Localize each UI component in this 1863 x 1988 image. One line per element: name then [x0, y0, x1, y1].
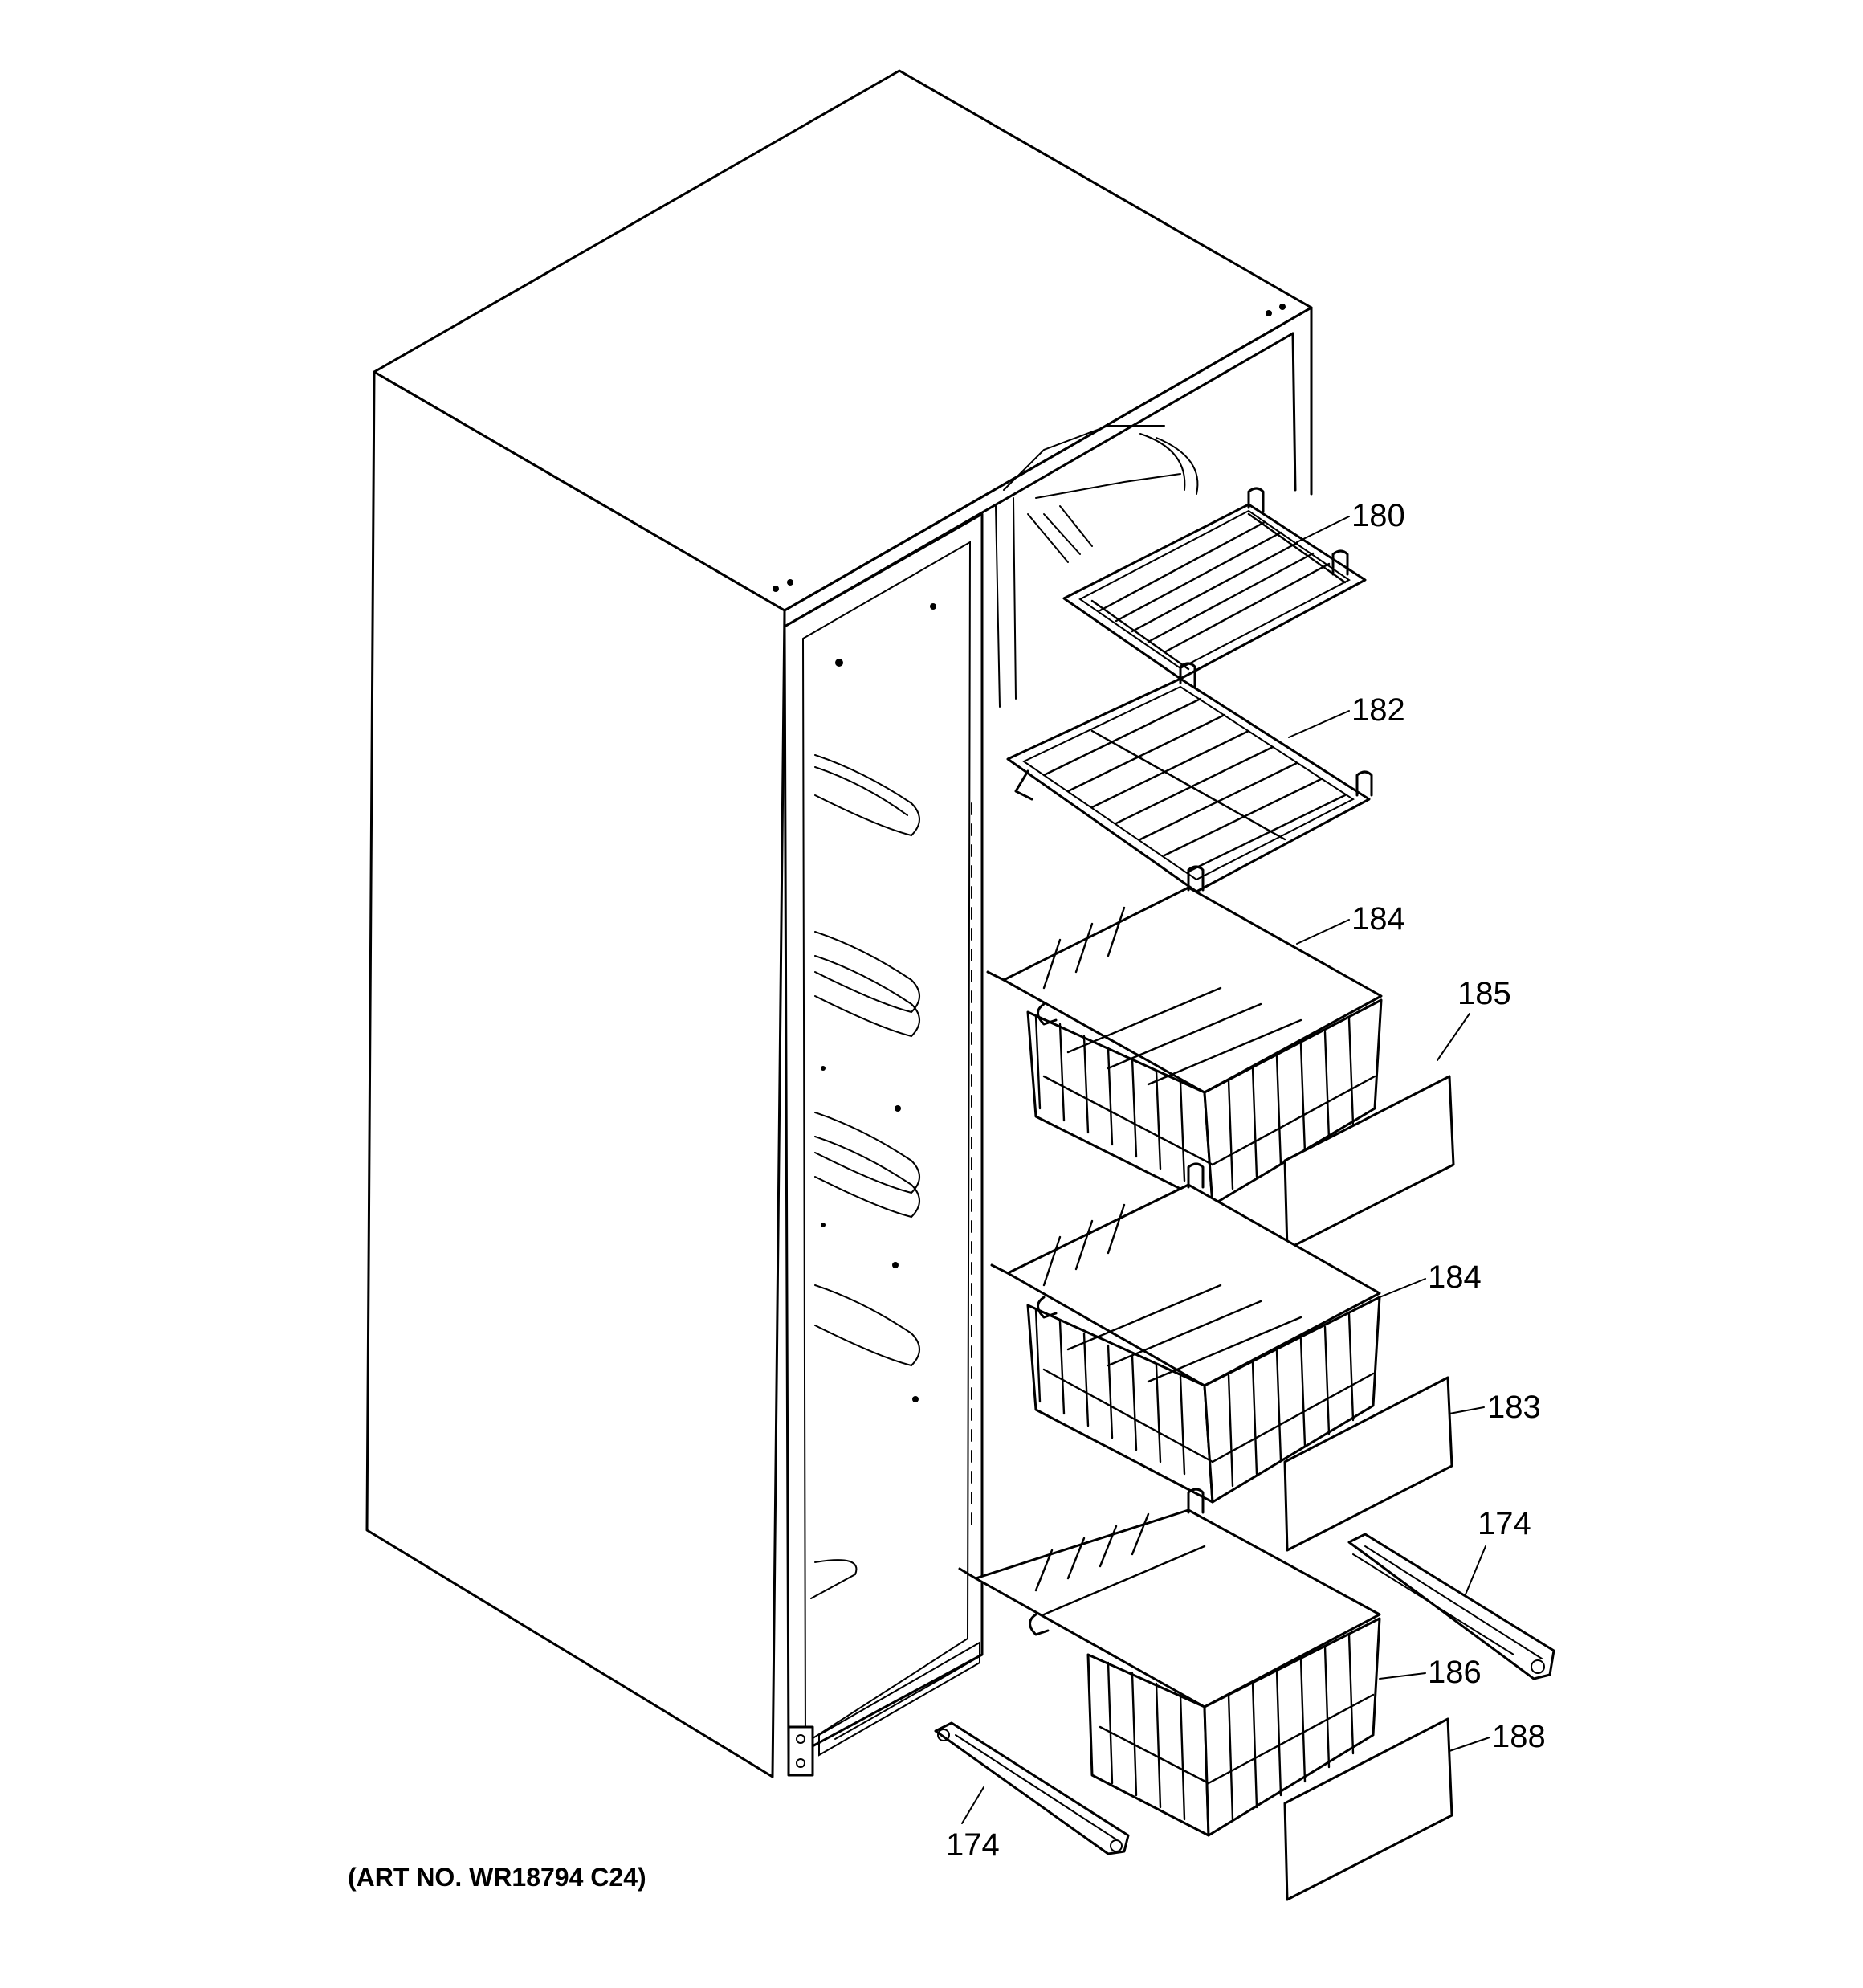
callout-shelf-second: 182	[1351, 692, 1405, 728]
callout-basket-upper: 184	[1351, 901, 1405, 937]
basket-front-185	[1283, 1075, 1455, 1251]
callout-basket-lower: 186	[1428, 1655, 1482, 1690]
cabinet	[365, 69, 1313, 1778]
callout-basket-front-middle: 183	[1487, 1390, 1541, 1425]
art-number: (ART NO. WR18794 C24)	[348, 1863, 646, 1892]
callout-basket-front-lower: 188	[1492, 1719, 1546, 1754]
basket-front-188	[1283, 1717, 1453, 1901]
callout-basket-middle: 184	[1428, 1259, 1482, 1295]
screw-icon	[1279, 304, 1286, 310]
wire-basket-186	[958, 1488, 1381, 1837]
bottom-hinge	[787, 1641, 980, 1777]
wire-basket-184-middle	[990, 1162, 1381, 1504]
callout-basket-front-upper: 185	[1457, 976, 1511, 1011]
screw-icon	[1266, 310, 1272, 316]
leader-lines	[961, 516, 1490, 1824]
callout-slide-left: 174	[946, 1827, 1000, 1863]
wire-shelf-182	[1006, 662, 1373, 893]
wire-shelf-180	[1062, 487, 1367, 680]
callout-labels: 180 182 184 185 184 183 174 186 188 174	[946, 498, 1546, 1863]
shelf-rails	[810, 754, 920, 1599]
slide-rail-174-left	[934, 1721, 1130, 1855]
screw-icon	[787, 579, 793, 586]
callout-shelf-top: 180	[1351, 498, 1405, 533]
screw-icon	[773, 586, 779, 592]
wire-basket-184-upper	[986, 865, 1383, 1206]
slide-rail-174-right	[1347, 1533, 1555, 1680]
callout-slide-right: 174	[1478, 1506, 1531, 1541]
basket-front-183	[1283, 1376, 1453, 1552]
